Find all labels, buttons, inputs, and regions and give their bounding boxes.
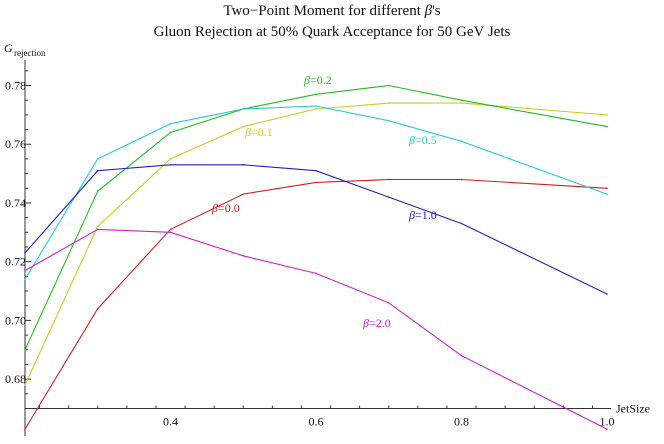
data-point: [24, 269, 26, 272]
axes: 0.68 0.70 0.72 0.74 0.76 0.78 0.4 0.6 0.8 1.0JetS…: [4, 41, 650, 436]
data-point: [24, 278, 26, 281]
series-line-3: [24, 105, 608, 280]
y-tick-label: 0.74: [5, 196, 26, 210]
data-point: [242, 163, 245, 166]
data-point: [460, 140, 463, 143]
data-point: [606, 193, 608, 195]
data-point: [606, 125, 608, 128]
data-point: [606, 114, 608, 116]
x-axis-label: JetSize: [616, 402, 650, 416]
series-label-4: β=1.0: [408, 208, 437, 222]
data-point: [606, 428, 608, 430]
y-tick-label: 0.76: [5, 137, 26, 151]
data-point: [315, 169, 317, 172]
y-tick-label: 0.72: [5, 255, 26, 269]
data-point: [96, 158, 99, 160]
data-point: [169, 228, 172, 231]
data-point: [169, 158, 172, 160]
data-point: [242, 108, 245, 110]
series-line-4: [24, 164, 608, 295]
series-label-1: β=0.1: [244, 125, 273, 139]
data-point: [387, 196, 390, 198]
chart-title-line-1: Two−Point Moment for different β's: [0, 3, 664, 20]
data-point: [96, 307, 99, 310]
data-point: [242, 255, 245, 257]
series-line-0: [24, 178, 608, 430]
data-point: [169, 122, 172, 125]
data-point: [96, 169, 99, 172]
data-point: [460, 102, 463, 104]
chart-subtitle: Gluon Rejection at 50% Quark Acceptance …: [153, 24, 511, 40]
data-point: [24, 384, 26, 386]
data-point: [460, 178, 463, 181]
series-line-1: [24, 102, 608, 386]
data-point: [315, 181, 317, 184]
data-point: [24, 428, 26, 430]
data-point: [24, 348, 26, 351]
data-point: [387, 178, 390, 181]
series-label-2: β=0.2: [303, 73, 332, 87]
data-point: [460, 354, 463, 357]
y-tick-label: 0.68: [5, 372, 26, 386]
y-tick-label: 0.70: [5, 313, 26, 327]
x-tick-label: 1.0: [600, 415, 615, 429]
series-label-5: β=2.0: [362, 316, 391, 330]
data-point: [242, 125, 245, 128]
data-point: [96, 228, 99, 231]
series-line-2: [24, 84, 608, 351]
y-axis-label-subscript: rejection: [14, 48, 46, 58]
data-point: [460, 222, 463, 225]
chart-title-text: Two−Point Moment for different: [223, 3, 425, 19]
data-point: [606, 293, 608, 295]
series-layer: [24, 84, 608, 430]
series-label-3: β=0.5: [408, 133, 437, 147]
data-point: [460, 99, 463, 101]
series-label-0: β=0.0: [211, 201, 240, 215]
y-axis-label: G: [4, 41, 13, 55]
series-labels: β=0.0 β=0.1 β=0.2 β=0.5 β=1.0 β=2.0: [211, 73, 437, 330]
data-point: [315, 272, 317, 275]
data-point: [315, 105, 317, 107]
data-point: [96, 190, 99, 193]
data-point: [387, 102, 390, 104]
data-point: [387, 119, 390, 122]
y-tick-label: 0.78: [5, 78, 26, 92]
data-point: [24, 252, 26, 254]
data-point: [96, 225, 99, 228]
data-point: [315, 108, 317, 110]
data-point: [315, 93, 317, 96]
data-point: [606, 187, 608, 190]
series-line-5: [24, 228, 608, 430]
x-tick-label: 0.4: [163, 415, 178, 429]
data-point: [169, 163, 172, 166]
data-point: [242, 193, 245, 195]
data-point: [387, 301, 390, 304]
chart-title-beta: β: [424, 3, 433, 19]
x-tick-label: 0.8: [454, 415, 469, 429]
data-point: [387, 84, 390, 87]
data-point: [169, 231, 172, 234]
x-tick-label: 0.6: [309, 415, 324, 429]
chart-title-suffix: 's: [432, 3, 441, 19]
data-point: [169, 131, 172, 134]
